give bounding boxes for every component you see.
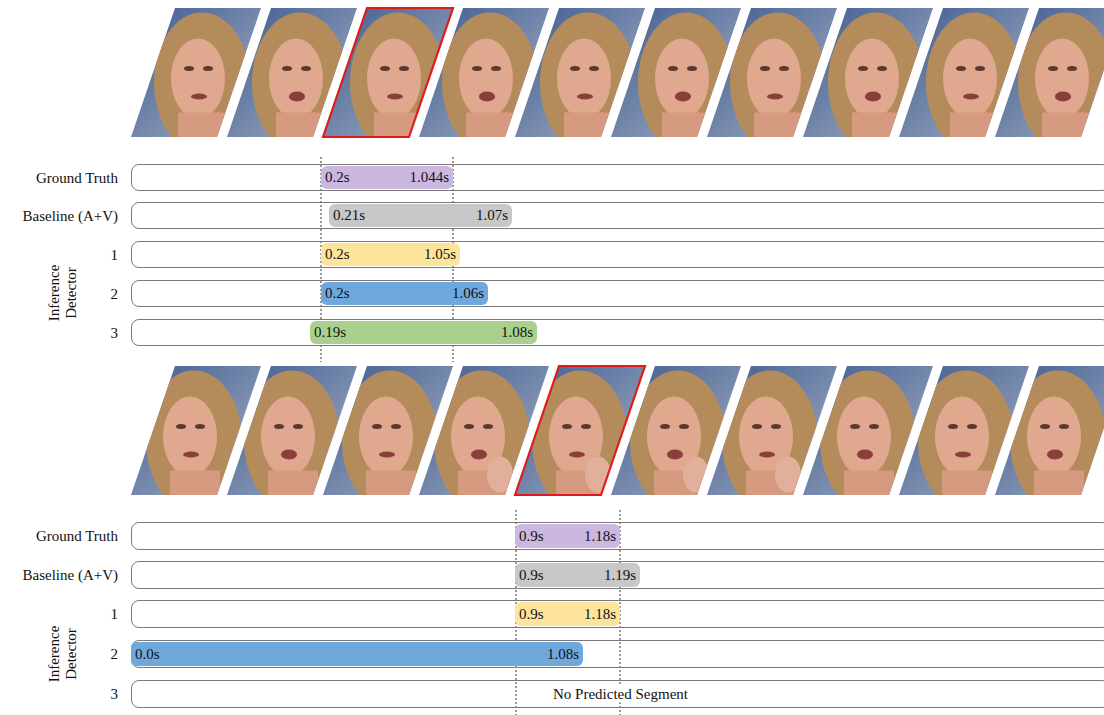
row-label: Baseline (A+V) [22, 208, 118, 223]
start-time: 0.19s [314, 325, 346, 340]
start-time: 0.9s [519, 568, 544, 583]
row-label: Ground Truth [36, 529, 118, 544]
group-label: Inference Detector [46, 256, 79, 330]
start-time: 0.2s [325, 247, 350, 262]
segment-bar: 0.2s 1.05s [321, 243, 460, 266]
start-time: 0.2s [325, 286, 350, 301]
row-label: 1 [111, 247, 119, 262]
timeline-row: 20.0s1.08s [131, 640, 1104, 668]
segment-bar: 0.9s 1.19s [515, 563, 640, 587]
timeline-row: Ground Truth0.9s1.18s [131, 522, 1104, 550]
row-label: Baseline (A+V) [22, 568, 118, 583]
end-time: 1.05s [424, 247, 456, 262]
end-time: 1.08s [547, 647, 579, 662]
timeline-row: 10.9s1.18s [131, 600, 1104, 628]
segment-bar: 0.19s 1.08s [310, 321, 537, 344]
video-frame [995, 366, 1104, 511]
end-time: 1.18s [584, 529, 616, 544]
timeline-row: Baseline (A+V)0.21s1.07s [131, 202, 1104, 229]
video-frame [995, 8, 1104, 153]
start-time: 0.9s [519, 529, 544, 544]
group-label: Inference Detector [46, 617, 79, 691]
segment-bar: 0.9s 1.18s [515, 602, 620, 626]
start-time: 0.0s [135, 647, 160, 662]
start-time: 0.9s [519, 607, 544, 622]
row-label: 3 [111, 687, 119, 702]
timeline-row: 10.2s1.05s [131, 241, 1104, 268]
timeline-row: 30.19s1.08s [131, 319, 1104, 346]
row-label: Ground Truth [36, 170, 118, 185]
timeline-row: Baseline (A+V)0.9s1.19s [131, 561, 1104, 589]
row-label: 2 [111, 647, 119, 662]
timeline-row: 3No Predicted Segment [131, 680, 1104, 708]
end-time: 1.06s [452, 286, 484, 301]
end-time: 1.18s [584, 607, 616, 622]
segment-bar: 0.21s 1.07s [329, 204, 512, 227]
timeline-row: Ground Truth0.2s1.044s [131, 164, 1104, 191]
end-time: 1.044s [409, 170, 449, 185]
end-time: 1.07s [476, 208, 508, 223]
timeline-row: 20.2s1.06s [131, 280, 1104, 307]
segment-bar: 0.2s 1.044s [321, 166, 453, 189]
segment-bar: 0.0s 1.08s [131, 642, 583, 666]
row-label: 3 [111, 325, 119, 340]
empty-note: No Predicted Segment [550, 686, 691, 703]
start-time: 0.21s [333, 208, 365, 223]
row-label: 1 [111, 607, 119, 622]
start-time: 0.2s [325, 170, 350, 185]
row-label: 2 [111, 286, 119, 301]
segment-bar: 0.9s 1.18s [515, 524, 620, 548]
end-time: 1.08s [501, 325, 533, 340]
segment-bar: 0.2s 1.06s [321, 282, 488, 305]
end-time: 1.19s [604, 568, 636, 583]
